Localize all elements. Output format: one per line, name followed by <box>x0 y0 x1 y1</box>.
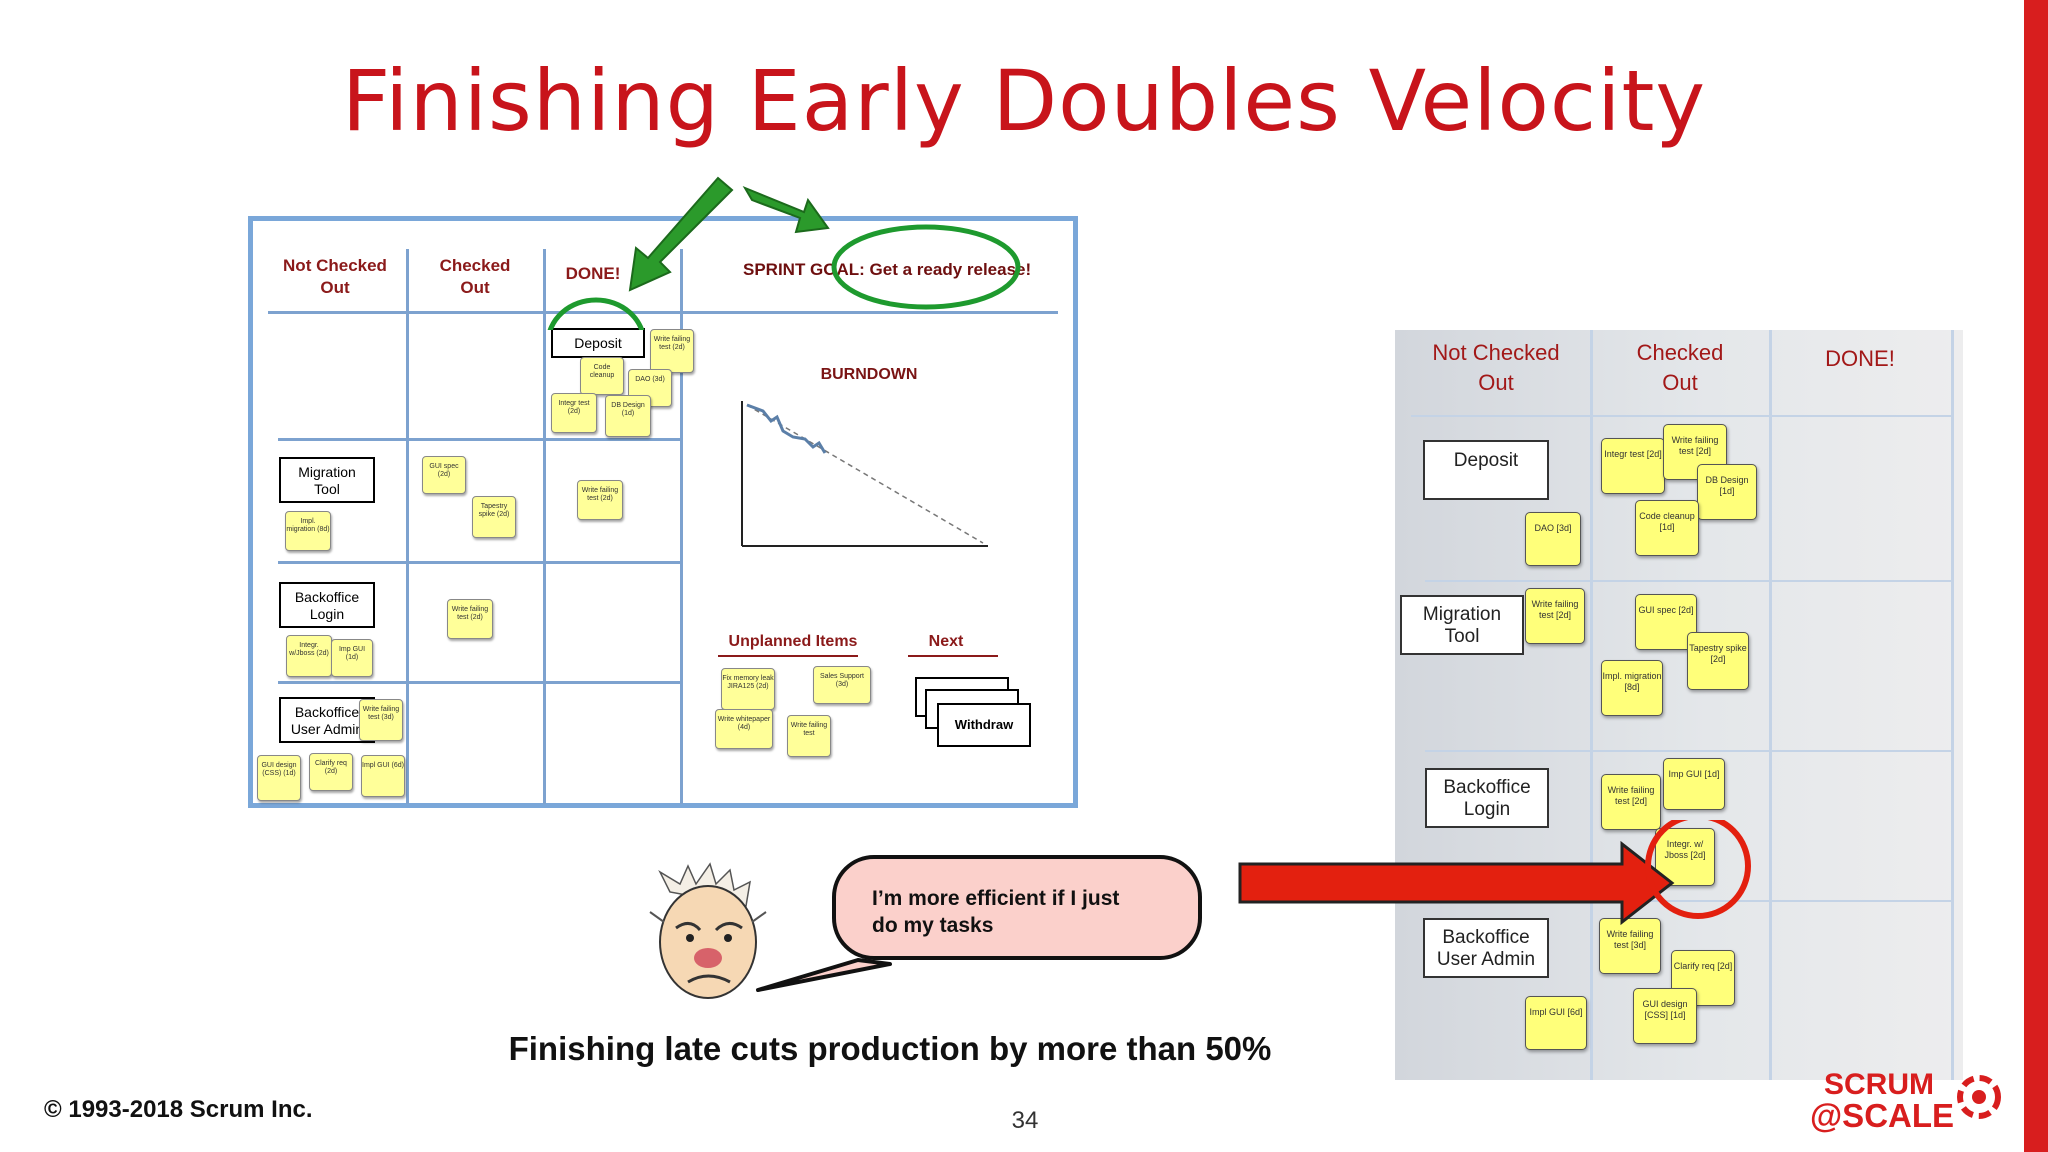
unplanned-underline <box>718 655 858 657</box>
sticky-note: GUI design (CSS) (1d) <box>257 755 301 801</box>
board-divider <box>278 681 682 684</box>
sticky-note: Impl. migration [8d] <box>1601 660 1663 716</box>
sticky-note: Sales Support (3d) <box>813 666 871 704</box>
sticky-note: Integr test [2d] <box>1601 438 1665 494</box>
sticky-note: Clarify req (2d) <box>309 753 353 791</box>
logo-text: SCRUM <box>1824 1068 1934 1101</box>
board-divider <box>1951 330 1954 1080</box>
sticky-note: DB Design (1d) <box>605 395 651 437</box>
speech-bubble-tail <box>756 958 892 992</box>
copyright: © 1993-2018 Scrum Inc. <box>44 1096 313 1123</box>
burndown-chart <box>741 401 988 547</box>
burndown-label: BURNDOWN <box>820 366 918 383</box>
sticky-note: GUI spec [2d] <box>1635 594 1697 650</box>
sticky-note: Write failing test (3d) <box>359 699 403 741</box>
sticky-note: Tapestry spike (2d) <box>472 496 516 538</box>
sticky-note: Code cleanup <box>580 357 624 395</box>
header-done: DONE! <box>565 264 621 283</box>
board-divider <box>1769 330 1772 1080</box>
speech-line: do my tasks <box>872 914 994 937</box>
sticky-note: Impl GUI [6d] <box>1525 996 1587 1050</box>
sticky-note: Write failing test [2d] <box>1525 588 1585 644</box>
sticky-note: DAO [3d] <box>1525 512 1581 566</box>
board-divider <box>1411 415 1951 417</box>
board-divider <box>1425 900 1951 902</box>
board-divider <box>543 249 546 804</box>
sprint-goal: SPRINT GOAL: Get a ready release! <box>743 260 1032 279</box>
header-done: DONE! <box>1825 346 1895 371</box>
board-divider <box>268 311 1058 314</box>
sticky-note: Write failing test [2d] <box>1601 774 1661 830</box>
sticky-note: Write failing test (2d) <box>577 480 623 520</box>
board-divider <box>1425 750 1951 752</box>
sticky-note: DB Design [1d] <box>1697 464 1757 520</box>
sticky-note: Integr. w/Jboss (2d) <box>286 635 332 677</box>
story-deposit: Deposit <box>1423 440 1549 500</box>
sticky-note: Imp GUI (1d) <box>331 639 373 677</box>
sticky-note: Write failing test (2d) <box>650 329 694 373</box>
speech-line: I’m more efficient if I just <box>872 887 1120 910</box>
next-underline <box>908 655 998 657</box>
sticky-note: Integr test (2d) <box>551 393 597 433</box>
sticky-note: Code cleanup [1d] <box>1635 500 1699 556</box>
sticky-note: Write failing test (2d) <box>447 599 493 639</box>
board-divider <box>1590 330 1593 1080</box>
green-arrows <box>547 176 1021 330</box>
sticky-note: Write failing test [3d] <box>1599 918 1661 974</box>
speech-bubble: I’m more efficient if I just do my tasks <box>832 855 1202 960</box>
sticky-note: Tapestry spike [2d] <box>1687 632 1749 690</box>
board-divider <box>680 249 683 804</box>
board-divider <box>406 249 409 804</box>
story-deposit: Deposit <box>551 328 645 358</box>
board-divider <box>278 438 682 441</box>
slide-title: Finishing Early Doubles Velocity <box>341 52 1707 150</box>
sticky-note: Write whitepaper (4d) <box>715 709 773 749</box>
withdraw-card: Withdraw <box>937 703 1031 747</box>
sticky-note: Write failing test <box>787 715 831 757</box>
sticky-note: Fix memory leak JIRA125 (2d) <box>721 668 775 710</box>
slide-edge-bar <box>2024 0 2048 1152</box>
sticky-note: Imp GUI [1d] <box>1663 758 1725 810</box>
sticky-note: GUI spec (2d) <box>422 456 466 494</box>
sticky-note: GUI design [CSS] [1d] <box>1633 988 1697 1044</box>
scrum-at-scale-logo: SCRUM @SCALE <box>1810 1068 2010 1148</box>
page-number: 34 <box>1011 1107 1039 1134</box>
red-arrow <box>1238 820 1751 926</box>
gear-logo-icon <box>1957 1075 2001 1119</box>
logo-text: @SCALE <box>1810 1097 1955 1134</box>
grumpy-developer-illustration <box>649 862 767 999</box>
sticky-note: Impl. migration (8d) <box>285 511 331 551</box>
slide-caption: Finishing late cuts production by more t… <box>508 1030 1272 1067</box>
next-label: Next <box>928 633 964 650</box>
sticky-note: Impl GUI (6d) <box>361 755 405 797</box>
unplanned-items-label: Unplanned Items <box>728 633 858 650</box>
board-divider <box>1425 580 1951 582</box>
board-divider <box>278 561 682 564</box>
